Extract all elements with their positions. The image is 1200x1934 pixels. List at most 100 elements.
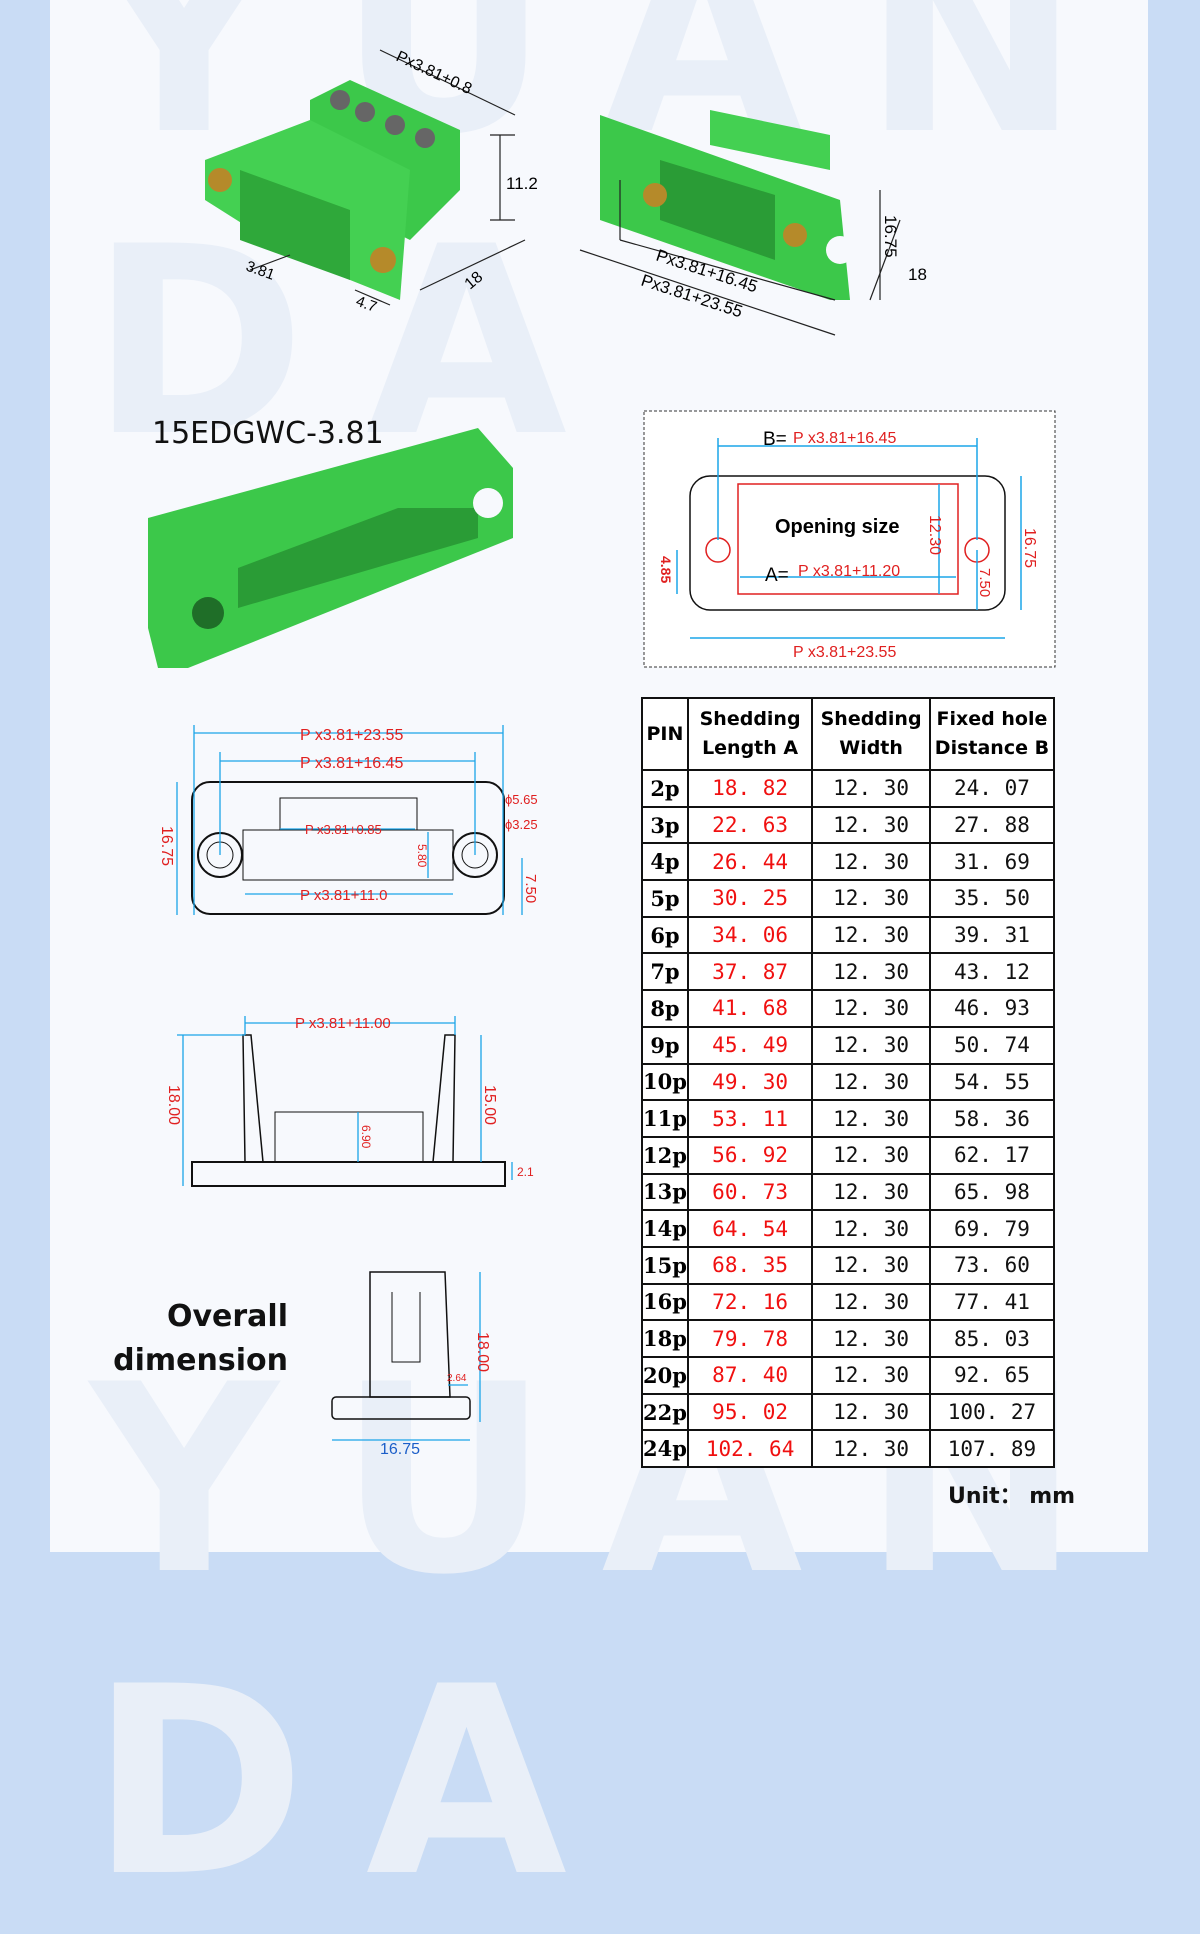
table-cell: 64. 54: [686, 1209, 814, 1248]
mounted-product-image: Px3.81+16.45 Px3.81+23.55 16.75 18: [579, 110, 927, 336]
dim-inner-height: 15.00: [481, 1085, 498, 1125]
table-cell: 102. 64: [686, 1429, 814, 1469]
dim-bottom: P x3.81+11.0: [300, 887, 387, 904]
table-cell: 34. 06: [686, 915, 814, 955]
table-cell: 24p: [641, 1429, 689, 1469]
table-cell: 12. 30: [811, 915, 931, 955]
table-cell: 12p: [641, 1135, 689, 1175]
table-cell: 12. 30: [811, 1135, 931, 1175]
overall-dimension-label: Overall dimension: [110, 1295, 288, 1383]
table-cell: 68. 35: [686, 1245, 814, 1285]
dim-height: 16.75: [158, 826, 175, 866]
dim-depth: 4.7: [354, 293, 379, 316]
table-cell: 9p: [641, 1025, 689, 1065]
table-cell: 35. 50: [928, 879, 1056, 918]
table-cell: 12. 30: [811, 989, 931, 1028]
table-cell: 6p: [641, 915, 689, 955]
table-cell: 100. 27: [928, 1392, 1056, 1432]
plug-product-image: Px3.81+0.8 11.2 3.81 4.7 18: [205, 48, 538, 316]
dim-lip: 2.64: [447, 1373, 467, 1384]
table-cell: 12. 30: [811, 1429, 931, 1469]
opening-title: Opening size: [775, 516, 899, 538]
column-header: Shedding Width: [811, 697, 931, 771]
value-a: P x3.81+11.20: [798, 563, 900, 580]
table-cell: 56. 92: [686, 1135, 814, 1175]
table-cell: 18. 82: [686, 769, 814, 808]
side-view-diagram: P x3.81+11.00 18.00 15.00 6.90 2.1: [165, 1015, 534, 1187]
value-hole-height: 7.50: [976, 568, 993, 597]
table-cell: 2p: [641, 769, 689, 808]
table-cell: 43. 12: [928, 952, 1056, 992]
table-cell: 12. 30: [811, 1062, 931, 1102]
dim-slot: P x3.81+0.85: [305, 822, 382, 837]
value-width: 12.30: [926, 515, 943, 555]
value-b: P x3.81+16.45: [793, 430, 896, 447]
column-header: PIN: [641, 697, 689, 771]
table-cell: 15p: [641, 1245, 689, 1285]
value-total: P x3.81+23.55: [793, 644, 896, 661]
dim-length: 18: [462, 269, 487, 294]
table-cell: 65. 98: [928, 1172, 1056, 1212]
dim-width: P x3.81+11.00: [295, 1015, 391, 1032]
dim-hole-height: 7.50: [522, 874, 539, 903]
table-cell: 12. 30: [811, 1392, 931, 1432]
frame-product-image: [148, 428, 513, 668]
table-cell: 107. 89: [928, 1429, 1056, 1469]
dim-inner: P x3.81+16.45: [300, 755, 403, 772]
table-cell: 12. 30: [811, 805, 931, 845]
column-header: Fixed hole Distance B: [928, 697, 1056, 771]
table-cell: 10p: [641, 1062, 689, 1102]
opening-size-diagram: B= P x3.81+16.45 Opening size A= P x3.81…: [643, 410, 1056, 668]
table-cell: 30. 25: [686, 879, 814, 918]
dim-base: 2.1: [517, 1165, 534, 1179]
table-cell: 18p: [641, 1319, 689, 1358]
table-cell: 72. 16: [686, 1282, 814, 1322]
table-cell: 12. 30: [811, 1025, 931, 1065]
table-cell: 58. 36: [928, 1099, 1056, 1138]
table-cell: 79. 78: [686, 1319, 814, 1358]
front-view-diagram: P x3.81+23.55 P x3.81+16.45 P x3.81+0.85…: [158, 725, 539, 915]
dim-height: 11.2: [506, 174, 538, 193]
dim-depth: 18: [908, 265, 927, 284]
table-cell: 50. 74: [928, 1025, 1056, 1065]
dim-height: 18.00: [474, 1332, 491, 1372]
dim-outer: P x3.81+23.55: [300, 727, 403, 744]
table-cell: 45. 49: [686, 1025, 814, 1065]
table-cell: 22p: [641, 1392, 689, 1432]
table-cell: 16p: [641, 1282, 689, 1322]
table-cell: 62. 17: [928, 1135, 1056, 1175]
overall-line-1: Overall: [166, 1299, 288, 1334]
table-cell: 13p: [641, 1172, 689, 1212]
table-cell: 12. 30: [811, 1282, 931, 1322]
table-cell: 12. 30: [811, 769, 931, 808]
table-cell: 77. 41: [928, 1282, 1056, 1322]
table-cell: 14p: [641, 1209, 689, 1248]
dim-body-height: 6.90: [359, 1125, 373, 1149]
table-cell: 24. 07: [928, 769, 1056, 808]
table-cell: 12. 30: [811, 1099, 931, 1138]
table-cell: 53. 11: [686, 1099, 814, 1138]
end-view-diagram: 16.75 18.00 2.64: [331, 1271, 491, 1458]
table-cell: 49. 30: [686, 1062, 814, 1102]
table-cell: 54. 55: [928, 1062, 1056, 1102]
table-cell: 60. 73: [686, 1172, 814, 1212]
table-cell: 12. 30: [811, 842, 931, 882]
table-cell: 41. 68: [686, 989, 814, 1028]
table-cell: 5p: [641, 879, 689, 918]
table-cell: 7p: [641, 952, 689, 992]
unit-label: Unit： mm: [948, 1484, 1076, 1509]
table-cell: 69. 79: [928, 1209, 1056, 1248]
table-cell: 11p: [641, 1099, 689, 1138]
